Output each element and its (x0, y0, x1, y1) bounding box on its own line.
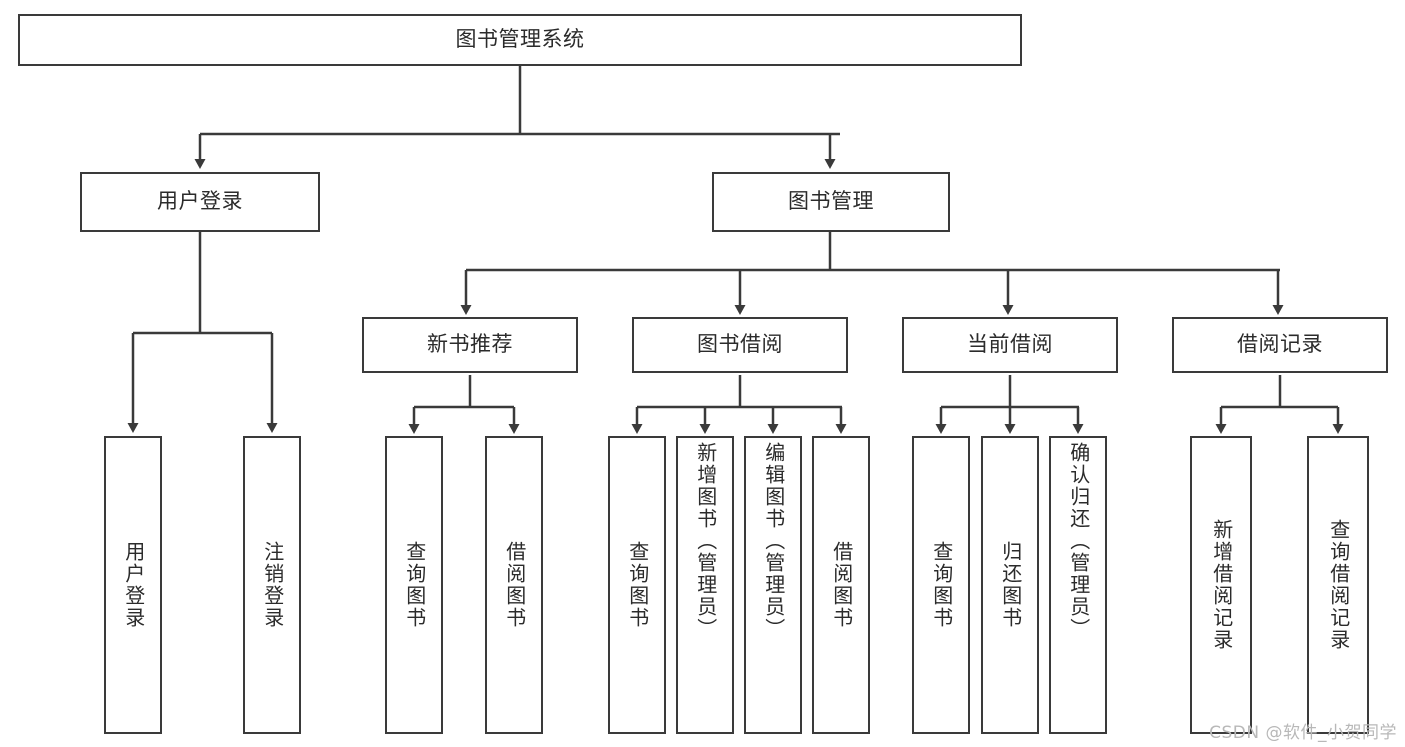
node-label: 当前借阅 (967, 332, 1053, 357)
leaf-label: 新增借阅记录 (1209, 519, 1234, 651)
leaf-new-book-borrow[interactable]: 借阅图书 (485, 436, 543, 734)
leaf-borrow-record-query[interactable]: 查询借阅记录 (1307, 436, 1369, 734)
leaf-book-borrow-query[interactable]: 查询图书 (608, 436, 666, 734)
node-root-system[interactable]: 图书管理系统 (18, 14, 1022, 66)
leaf-label: 查询图书 (402, 541, 427, 629)
leaf-borrow-record-add[interactable]: 新增借阅记录 (1190, 436, 1252, 734)
leaf-label: 编辑图书（管理员） (761, 442, 786, 640)
node-current-borrow[interactable]: 当前借阅 (902, 317, 1118, 373)
leaf-label: 用户登录 (121, 541, 146, 629)
watermark-text: CSDN @软件_小贺同学 (1209, 723, 1397, 743)
leaf-label: 查询图书 (929, 541, 954, 629)
leaf-current-borrow-return[interactable]: 归还图书 (981, 436, 1039, 734)
node-label: 用户登录 (157, 189, 243, 214)
leaf-user-login-login[interactable]: 用户登录 (104, 436, 162, 734)
leaf-user-login-logout[interactable]: 注销登录 (243, 436, 301, 734)
leaf-current-borrow-query[interactable]: 查询图书 (912, 436, 970, 734)
node-label: 新书推荐 (427, 332, 513, 357)
node-book-management[interactable]: 图书管理 (712, 172, 950, 232)
node-borrow-record[interactable]: 借阅记录 (1172, 317, 1388, 373)
leaf-label: 查询借阅记录 (1326, 519, 1351, 651)
leaf-label: 确认归还（管理员） (1066, 442, 1091, 640)
leaf-label: 新增图书（管理员） (693, 442, 718, 640)
leaf-book-borrow-borrow[interactable]: 借阅图书 (812, 436, 870, 734)
node-label: 图书管理 (788, 189, 874, 214)
node-label: 借阅记录 (1237, 332, 1323, 357)
leaf-label: 归还图书 (998, 541, 1023, 629)
node-label: 图书管理系统 (455, 27, 585, 52)
leaf-label: 查询图书 (625, 541, 650, 629)
leaf-current-borrow-confirm-return[interactable]: 确认归还（管理员） (1049, 436, 1107, 734)
node-user-login[interactable]: 用户登录 (80, 172, 320, 232)
leaf-book-borrow-edit[interactable]: 编辑图书（管理员） (744, 436, 802, 734)
leaf-label: 借阅图书 (502, 541, 527, 629)
leaf-label: 注销登录 (260, 541, 285, 629)
node-new-book-recommend[interactable]: 新书推荐 (362, 317, 578, 373)
leaf-new-book-query[interactable]: 查询图书 (385, 436, 443, 734)
node-book-borrow[interactable]: 图书借阅 (632, 317, 848, 373)
leaf-book-borrow-add[interactable]: 新增图书（管理员） (676, 436, 734, 734)
leaf-label: 借阅图书 (829, 541, 854, 629)
node-label: 图书借阅 (697, 332, 783, 357)
